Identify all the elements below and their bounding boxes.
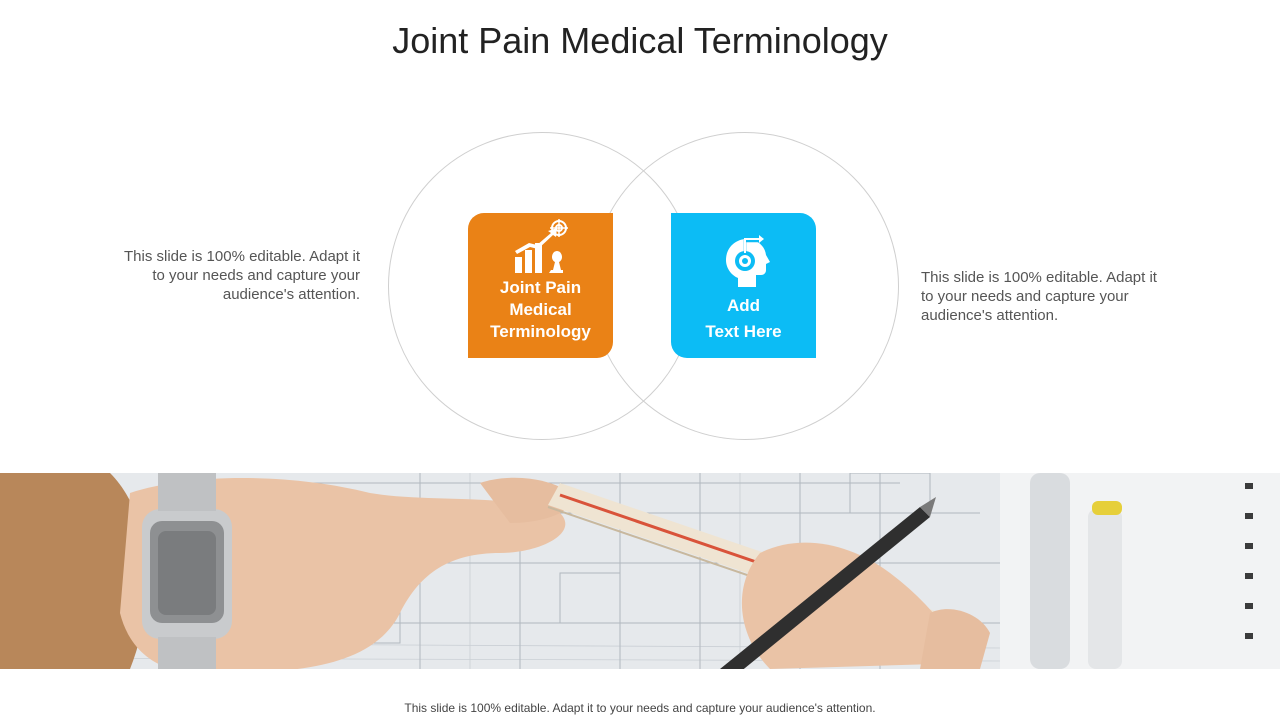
- growth-chart-chess-icon: [514, 219, 568, 273]
- tile-label-line: Joint Pain: [499, 278, 582, 297]
- footer-note: This slide is 100% editable. Adapt it to…: [404, 701, 876, 715]
- head-gear-icon: [725, 235, 770, 287]
- hands-ruler-pencil-blueprint-photo: [0, 473, 1280, 669]
- tile-label-line: Medical: [509, 300, 572, 319]
- left-description-text: This slide is 100% editable. Adapt it to…: [124, 248, 360, 303]
- right-description-text: This slide is 100% editable. Adapt it to…: [921, 269, 1157, 324]
- tile-label-line: Terminology: [490, 322, 591, 341]
- photo-illustration: [0, 473, 1280, 669]
- tile-label-line: Add: [726, 296, 761, 315]
- blue-tile: Add Text Here: [671, 213, 816, 358]
- tile-label-line: Text Here: [705, 322, 782, 341]
- orange-tile: Joint Pain Medical Terminology: [468, 213, 613, 358]
- slide-title: Joint Pain Medical Terminology: [392, 20, 888, 61]
